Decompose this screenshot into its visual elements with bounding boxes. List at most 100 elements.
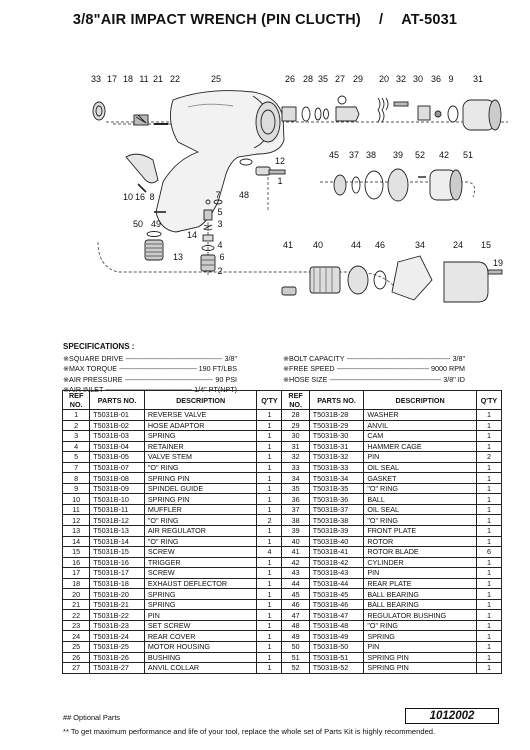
cell-part-number: T5031B-14 — [89, 535, 145, 548]
document-code: 1012002 — [405, 708, 499, 724]
cell-description: BALL BEARING — [363, 588, 477, 600]
callout-label: 45 — [329, 150, 339, 160]
cell-part-number: T5031B-52 — [308, 662, 365, 674]
callout-label: 12 — [275, 156, 285, 166]
cell-description: REAR PLATE — [363, 577, 477, 590]
callout-label: 51 — [463, 150, 473, 160]
cell-quantity: 1 — [475, 440, 503, 453]
header-parts-no-right: PARTS NO. — [308, 390, 365, 410]
callout-label: 20 — [379, 74, 389, 84]
cell-ref-no: 41 — [281, 546, 310, 558]
cell-ref-no: 1 — [61, 409, 91, 421]
header-description: DESCRIPTION — [143, 390, 258, 410]
cell-part-number: T5031B-18 — [89, 577, 145, 590]
specifications-left: ※SQUARE DRIVE3/8"※MAX TORQUE190 FT/LBS※A… — [63, 354, 283, 396]
cell-description: PIN — [363, 641, 477, 653]
callout-label: 36 — [431, 74, 441, 84]
cell-ref-no: 10 — [61, 493, 91, 505]
spec-value: 3/8" — [452, 353, 465, 363]
cell-description: FRONT PLATE — [363, 525, 477, 537]
cell-description: BALL — [363, 493, 477, 505]
callout-label: 31 — [473, 74, 483, 84]
callout-label: 18 — [123, 74, 133, 84]
cell-ref-no: 48 — [281, 619, 310, 632]
cell-quantity: 1 — [256, 419, 283, 432]
callout-label: 41 — [283, 240, 293, 250]
cell-part-number: T5031B-05 — [89, 451, 145, 463]
cell-description: SET SCREW — [143, 619, 258, 632]
spec-label: ※AIR PRESSURE — [63, 374, 123, 384]
cell-description: BUSHING — [143, 651, 258, 664]
header-parts-no: PARTS NO. — [89, 390, 145, 410]
cell-ref-no: 45 — [281, 588, 310, 600]
callout-label: 42 — [439, 150, 449, 160]
cell-description: AIR REGULATOR — [143, 525, 258, 537]
callout-label: 10 — [123, 192, 133, 202]
cell-quantity: 1 — [256, 482, 283, 495]
callout-label: 34 — [415, 240, 425, 250]
cell-quantity: 1 — [475, 503, 503, 516]
spec-value: 9000 RPM — [431, 364, 465, 374]
cell-description: "O" RING — [143, 535, 258, 548]
header-qty-right: Q'TY — [475, 390, 503, 410]
cell-quantity: 1 — [256, 641, 283, 653]
cell-ref-no: 7 — [61, 461, 91, 474]
header-qty: Q'TY — [256, 390, 283, 410]
cell-quantity: 1 — [475, 461, 503, 474]
callout-label: 44 — [351, 240, 361, 250]
cell-quantity: 1 — [475, 577, 503, 590]
cell-part-number: T5031B-31 — [308, 440, 365, 453]
cell-quantity: 1 — [256, 409, 283, 421]
cell-ref-no: 11 — [61, 503, 91, 516]
cell-description: CYLINDER — [363, 556, 477, 569]
spec-label: ※FREE SPEED — [283, 364, 335, 374]
cell-ref-no: 13 — [61, 525, 91, 537]
cell-part-number: T5031B-22 — [89, 609, 145, 621]
callout-label: 2 — [217, 266, 222, 276]
cell-ref-no: 20 — [61, 588, 91, 600]
cell-part-number: T5031B-36 — [308, 493, 365, 505]
cell-description: SPRING PIN — [143, 493, 258, 505]
cell-description: SPRING — [143, 588, 258, 600]
spec-value: 1/4" PT(NPT) — [194, 385, 237, 395]
callout-label: 8 — [149, 192, 154, 202]
cell-ref-no: 8 — [61, 472, 91, 484]
cell-ref-no: 50 — [281, 641, 310, 653]
cell-quantity: 1 — [256, 662, 283, 674]
callout-label: 1 — [277, 176, 282, 186]
callout-label: 35 — [318, 74, 328, 84]
callout-label: 5 — [217, 207, 222, 217]
cell-part-number: T5031B-40 — [308, 535, 365, 548]
cell-part-number: T5031B-24 — [89, 630, 145, 643]
cell-part-number: T5031B-26 — [89, 651, 145, 664]
cell-ref-no: 25 — [61, 641, 91, 653]
cell-quantity: 1 — [475, 619, 503, 632]
header-description-right: DESCRIPTION — [363, 390, 477, 410]
cell-quantity: 1 — [256, 472, 283, 484]
callout-label: 9 — [448, 74, 453, 84]
callout-label: 37 — [349, 150, 359, 160]
cell-part-number: T5031B-47 — [308, 609, 365, 621]
cell-description: BALL BEARING — [363, 598, 477, 611]
cell-description: ROTOR — [363, 535, 477, 548]
cell-quantity: 1 — [256, 503, 283, 516]
cell-ref-no: 24 — [61, 630, 91, 643]
cell-ref-no: 5 — [61, 451, 91, 463]
cell-quantity: 1 — [256, 567, 283, 579]
cell-quantity: 2 — [475, 451, 503, 463]
cell-quantity: 1 — [475, 567, 503, 579]
specifications-right: ※BOLT CAPACITY3/8"※FREE SPEED9000 RPM※HO… — [283, 354, 503, 396]
cell-ref-no: 35 — [281, 482, 310, 495]
spec-row: ※AIR PRESSURE90 PSI — [63, 375, 237, 386]
